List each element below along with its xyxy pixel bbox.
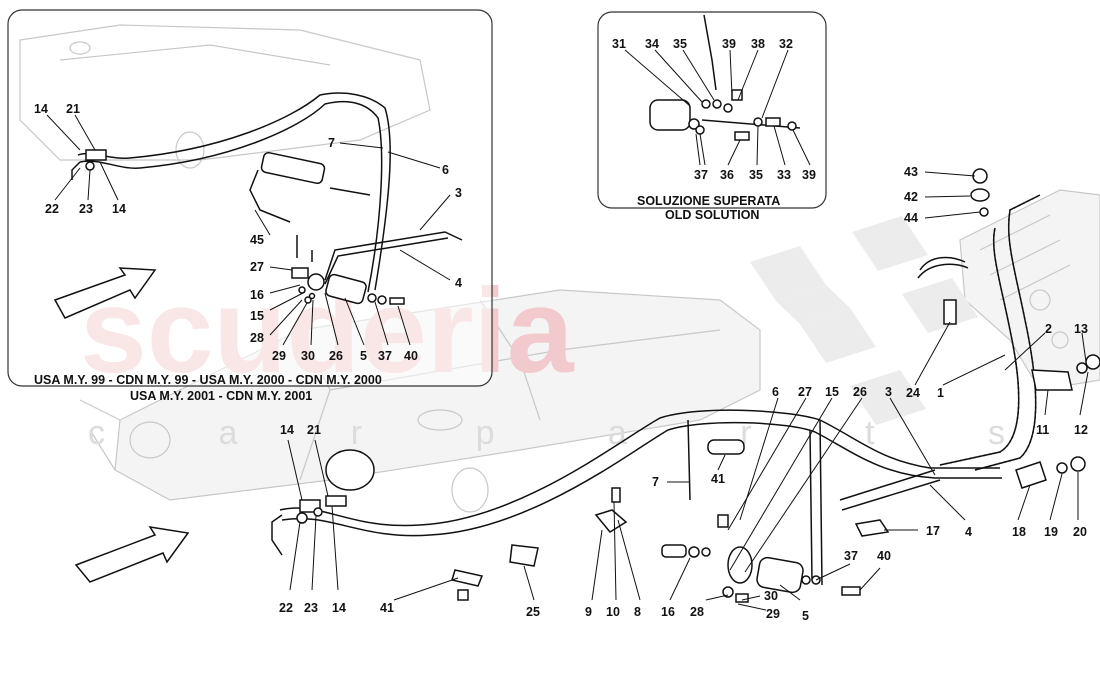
callout: 7 xyxy=(652,475,659,489)
main-callouts: 43 42 44 2 13 24 1 11 12 6 27 15 26 3 7 … xyxy=(279,165,1088,623)
callout: 28 xyxy=(250,331,264,345)
callout: 37 xyxy=(844,549,858,563)
callout: 16 xyxy=(250,288,264,302)
callout: 10 xyxy=(606,605,620,619)
callout: 25 xyxy=(526,605,540,619)
callout: 5 xyxy=(360,349,367,363)
callout: 3 xyxy=(885,385,892,399)
main-leaders xyxy=(287,171,1089,611)
callout: 19 xyxy=(1044,525,1058,539)
callout: 22 xyxy=(279,601,293,615)
inset-right-caption-2: OLD SOLUTION xyxy=(665,208,759,222)
callout: 13 xyxy=(1074,322,1088,336)
callout: 11 xyxy=(1036,423,1049,437)
callout: 20 xyxy=(1073,525,1087,539)
callout: 33 xyxy=(777,168,791,182)
callout: 15 xyxy=(825,385,839,399)
callout: 7 xyxy=(328,136,335,150)
callout: 28 xyxy=(690,605,704,619)
callout: 44 xyxy=(904,211,918,225)
inset-left-caption-2: USA M.Y. 2001 - CDN M.Y. 2001 xyxy=(130,389,312,403)
callout: 36 xyxy=(720,168,734,182)
ghost-engine xyxy=(959,189,1100,391)
inset-right-caption-1: SOLUZIONE SUPERATA xyxy=(637,194,780,208)
callout: 29 xyxy=(272,349,286,363)
callout: 14 xyxy=(112,202,126,216)
callout: 18 xyxy=(1012,525,1026,539)
callout: 4 xyxy=(455,276,462,290)
callout: 6 xyxy=(772,385,779,399)
callout: 2 xyxy=(1045,322,1052,336)
callout: 37 xyxy=(378,349,392,363)
callout: 6 xyxy=(442,163,449,177)
callout: 40 xyxy=(404,349,418,363)
callout: 43 xyxy=(904,165,918,179)
callout: 14 xyxy=(332,601,346,615)
callout: 12 xyxy=(1074,423,1088,437)
callout: 30 xyxy=(301,349,315,363)
callout: 3 xyxy=(455,186,462,200)
callout: 5 xyxy=(802,609,809,623)
callout: 39 xyxy=(802,168,816,182)
callout: 32 xyxy=(779,37,793,51)
callout: 14 xyxy=(34,102,48,116)
callout: 17 xyxy=(926,524,940,538)
callout: 22 xyxy=(45,202,59,216)
callout: 41 xyxy=(380,601,394,615)
callout: 39 xyxy=(722,37,736,51)
callout: 38 xyxy=(751,37,765,51)
watermark-checker xyxy=(750,216,978,425)
callout: 30 xyxy=(764,589,778,603)
callout: 29 xyxy=(766,607,780,621)
callout: 24 xyxy=(906,386,920,400)
callout: 41 xyxy=(711,472,725,486)
inset-right-panel: 31 34 35 39 38 32 37 36 35 33 39 xyxy=(597,11,827,209)
callout: 15 xyxy=(250,309,264,323)
callout: 35 xyxy=(749,168,763,182)
callout: 34 xyxy=(645,37,659,51)
callout: 9 xyxy=(585,605,592,619)
watermark-sub: c a r p a r t s xyxy=(88,414,1057,452)
callout: 45 xyxy=(250,233,264,247)
callout: 35 xyxy=(673,37,687,51)
callout: 40 xyxy=(877,549,891,563)
callout: 26 xyxy=(853,385,867,399)
callout: 27 xyxy=(798,385,812,399)
callout: 21 xyxy=(307,423,321,437)
callout: 42 xyxy=(904,190,918,204)
callout: 23 xyxy=(304,601,318,615)
callout: 1 xyxy=(937,386,944,400)
callout: 23 xyxy=(79,202,93,216)
inset-left-panel: 14 21 22 23 14 7 6 3 4 45 27 16 15 28 29… xyxy=(7,9,493,387)
callout: 31 xyxy=(612,37,626,51)
callout: 14 xyxy=(280,423,294,437)
callout: 27 xyxy=(250,260,264,274)
callout: 16 xyxy=(661,605,675,619)
callout: 21 xyxy=(66,102,80,116)
callout: 8 xyxy=(634,605,641,619)
inset-left-caption-1: USA M.Y. 99 - CDN M.Y. 99 - USA M.Y. 200… xyxy=(34,373,382,387)
callout: 37 xyxy=(694,168,708,182)
callout: 26 xyxy=(329,349,343,363)
callout: 4 xyxy=(965,525,972,539)
